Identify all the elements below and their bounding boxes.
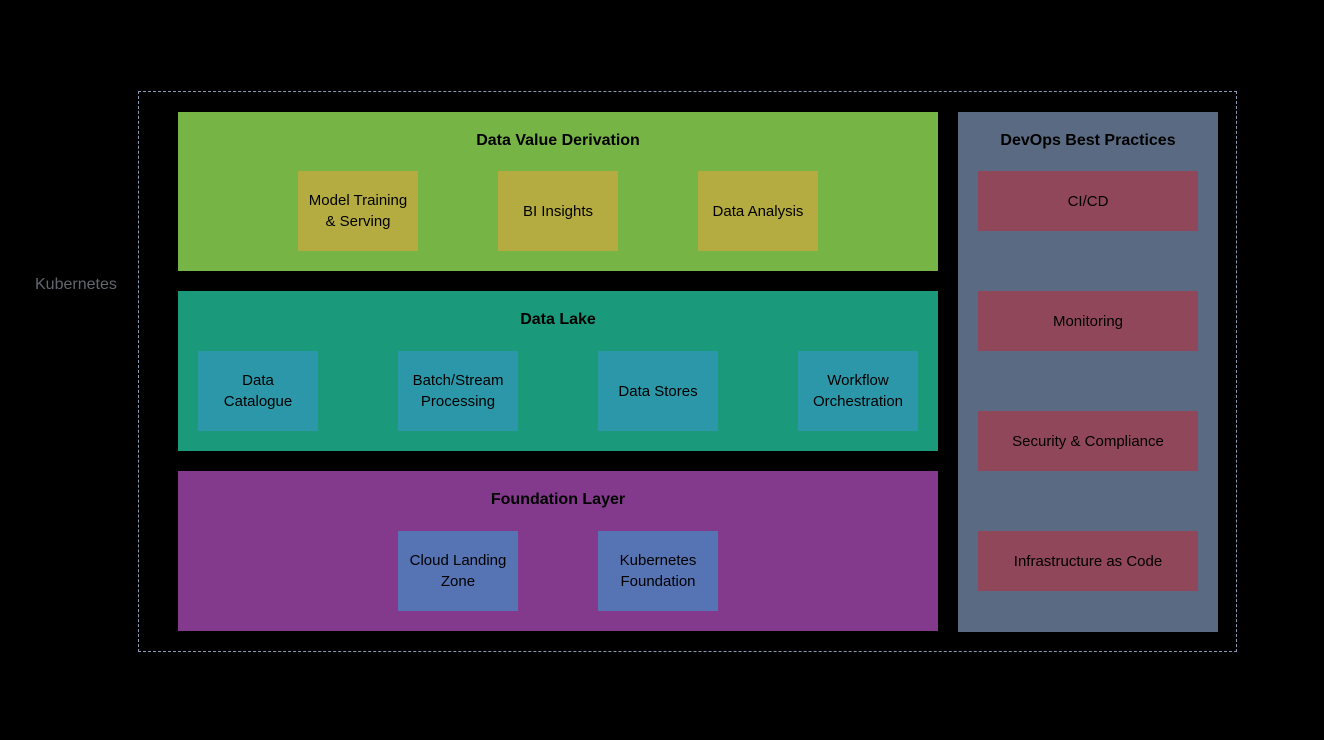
kubernetes-cluster-boundary xyxy=(138,91,1237,652)
node-model-training-serving: Model Training & Serving xyxy=(298,171,418,251)
kubernetes-cluster-label: Kubernetes xyxy=(35,276,117,293)
layer-foundation: Foundation Layer Cloud Landing Zone Kube… xyxy=(178,471,938,631)
node-ci-cd: CI/CD xyxy=(978,171,1198,231)
node-workflow-orchestration: Workflow Orchestration xyxy=(798,351,918,431)
node-infrastructure-as-code: Infrastructure as Code xyxy=(978,531,1198,591)
layer-data-value-derivation: Data Value Derivation Model Training & S… xyxy=(178,112,938,271)
layer-title-foundation: Foundation Layer xyxy=(490,491,626,508)
node-cloud-landing-zone: Cloud Landing Zone xyxy=(398,531,518,611)
sidebar-devops-best-practices: DevOps Best Practices CI/CD Monitoring S… xyxy=(958,112,1218,632)
node-batch-stream-processing: Batch/Stream Processing xyxy=(398,351,518,431)
layer-title-data-lake: Data Lake xyxy=(520,311,596,328)
sidebar-title-devops-best-practices: DevOps Best Practices xyxy=(1000,132,1176,149)
node-security-compliance: Security & Compliance xyxy=(978,411,1198,471)
node-data-stores: Data Stores xyxy=(598,351,718,431)
layer-data-lake: Data Lake Data Catalogue Batch/Stream Pr… xyxy=(178,291,938,451)
node-monitoring: Monitoring xyxy=(978,291,1198,351)
node-data-catalogue: Data Catalogue xyxy=(198,351,318,431)
node-data-analysis: Data Analysis xyxy=(698,171,818,251)
layer-title-data-value-derivation: Data Value Derivation xyxy=(476,132,640,149)
node-bi-insights: BI Insights xyxy=(498,171,618,251)
node-kubernetes-foundation: Kubernetes Foundation xyxy=(598,531,718,611)
